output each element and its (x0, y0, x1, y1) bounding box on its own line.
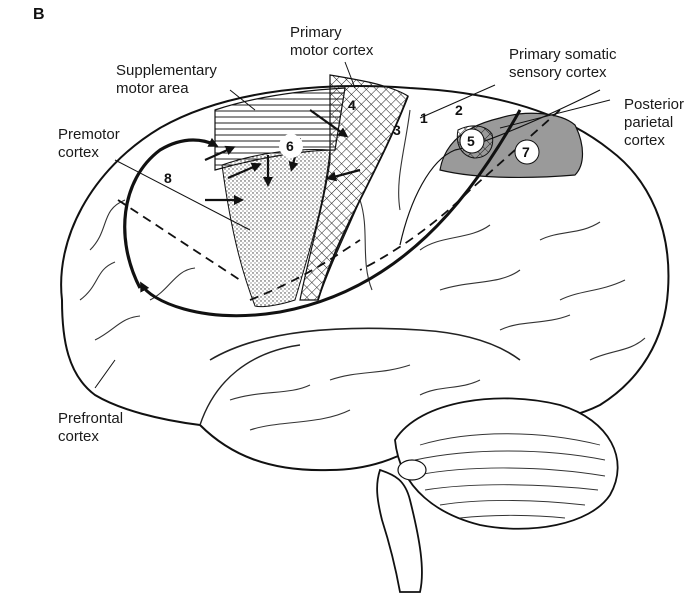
label-line: parietal (624, 114, 684, 132)
pons-lobe (398, 460, 426, 480)
area-number-7: 7 (522, 144, 530, 160)
label-line: cortex (58, 428, 123, 446)
area-number-2: 2 (455, 102, 463, 118)
area-number-4: 4 (348, 97, 356, 113)
area-number-5: 5 (467, 133, 475, 149)
label-line: Primary somatic (509, 46, 617, 64)
label-posterior-parietal-cortex: Posterior parietal cortex (624, 96, 684, 150)
label-supplementary-motor-area: Supplementary motor area (116, 62, 217, 98)
area-number-8: 8 (164, 170, 172, 186)
area-number-1: 1 (420, 110, 428, 126)
label-premotor-cortex: Premotor cortex (58, 126, 120, 162)
label-line: motor cortex (290, 42, 373, 60)
label-primary-somatic-sensory-cortex: Primary somatic sensory cortex (509, 46, 617, 82)
area-number-3: 3 (393, 122, 401, 138)
label-primary-motor-cortex: Primary motor cortex (290, 24, 373, 60)
label-line: cortex (624, 132, 684, 150)
label-line: Supplementary (116, 62, 217, 80)
label-line: Primary (290, 24, 373, 42)
label-line: Premotor (58, 126, 120, 144)
label-prefrontal-cortex: Prefrontal cortex (58, 410, 123, 446)
label-line: Prefrontal (58, 410, 123, 428)
panel-letter: B (33, 6, 45, 24)
label-line: motor area (116, 80, 217, 98)
cerebellum (395, 398, 618, 528)
label-line: Posterior (624, 96, 684, 114)
area-number-6: 6 (286, 138, 294, 154)
label-line: sensory cortex (509, 64, 617, 82)
label-line: cortex (58, 144, 120, 162)
